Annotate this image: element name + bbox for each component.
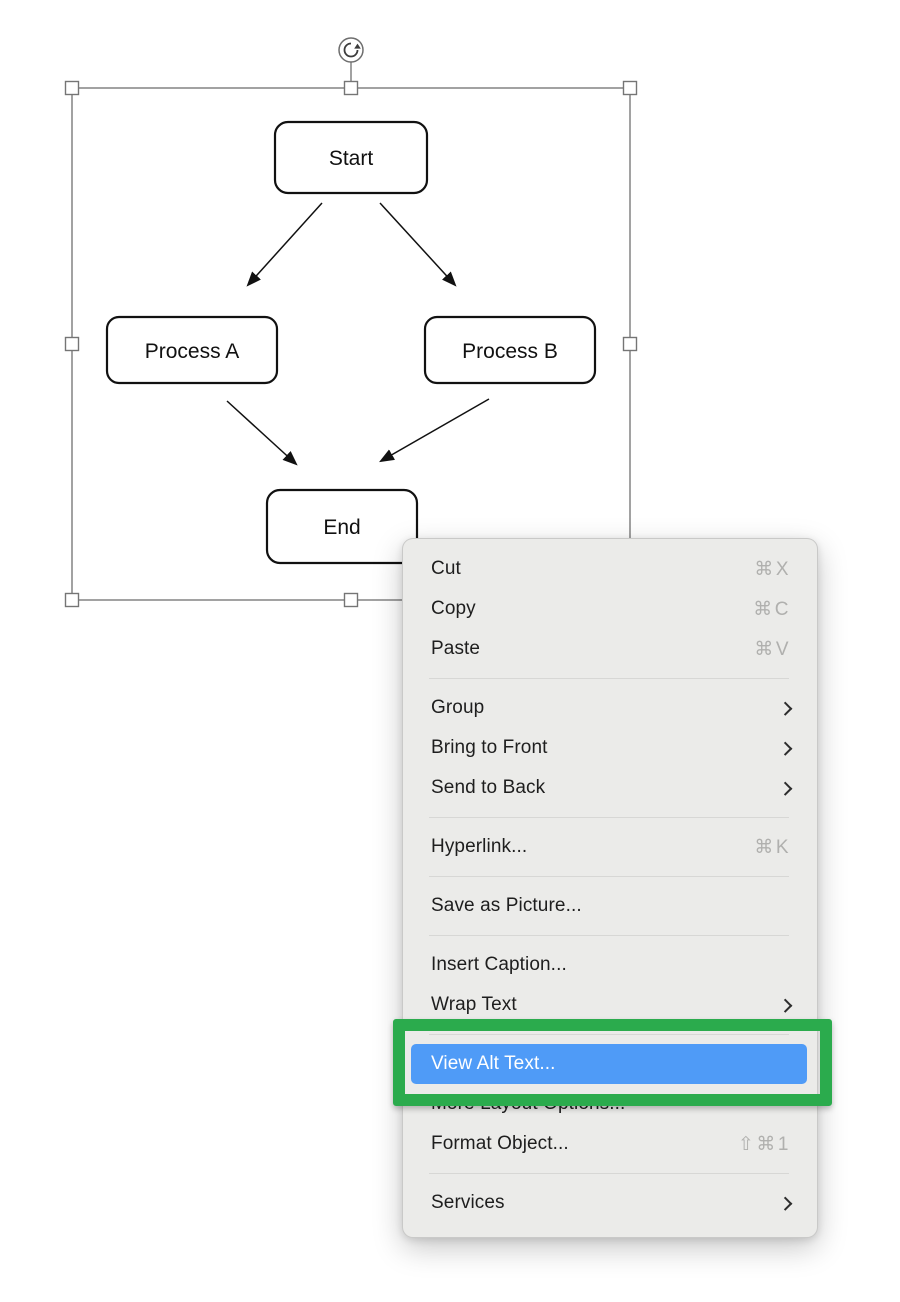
submenu-chevron-icon bbox=[778, 741, 793, 756]
menu-item-group[interactable]: Group bbox=[403, 688, 817, 728]
menu-item-label: More Layout Options... bbox=[431, 1093, 626, 1114]
menu-item-label: Bring to Front bbox=[431, 737, 548, 758]
menu-item-label: Format Object... bbox=[431, 1133, 569, 1154]
menu-item-label: View Alt Text... bbox=[431, 1053, 556, 1074]
menu-item-bring-to-front[interactable]: Bring to Front bbox=[403, 728, 817, 768]
arrow-process-b-to-end bbox=[379, 398, 490, 463]
menu-item-save-as-picture[interactable]: Save as Picture... bbox=[403, 886, 817, 926]
node-process-b-label: Process B bbox=[462, 340, 558, 363]
menu-separator bbox=[429, 876, 789, 877]
menu-item-format-object[interactable]: Format Object... ⇧⌘1 bbox=[403, 1124, 817, 1164]
node-process-b[interactable]: Process B bbox=[423, 315, 597, 385]
menu-item-view-alt-text[interactable]: View Alt Text... bbox=[411, 1044, 807, 1084]
menu-separator bbox=[429, 678, 789, 679]
rotate-handle[interactable] bbox=[338, 37, 364, 82]
node-process-a[interactable]: Process A bbox=[105, 315, 279, 385]
selection-handles bbox=[64, 80, 638, 608]
menu-item-send-to-back[interactable]: Send to Back bbox=[403, 768, 817, 808]
menu-item-copy[interactable]: Copy ⌘C bbox=[403, 589, 817, 629]
menu-item-cut[interactable]: Cut ⌘X bbox=[403, 549, 817, 589]
menu-item-services[interactable]: Services bbox=[403, 1183, 817, 1223]
menu-item-label: Wrap Text bbox=[431, 994, 517, 1015]
menu-item-label: Group bbox=[431, 697, 485, 718]
handle-bottom-center[interactable] bbox=[343, 592, 359, 608]
handle-mid-left[interactable] bbox=[64, 336, 80, 352]
menu-separator bbox=[429, 1034, 789, 1035]
menu-item-shortcut: ⇧⌘1 bbox=[738, 1133, 791, 1155]
submenu-chevron-icon bbox=[778, 998, 793, 1013]
submenu-chevron-icon bbox=[778, 1196, 793, 1211]
handle-mid-right[interactable] bbox=[622, 336, 638, 352]
menu-item-shortcut: ⌘V bbox=[754, 638, 791, 660]
menu-item-label: Cut bbox=[431, 558, 461, 579]
handle-top-center[interactable] bbox=[343, 80, 359, 96]
menu-item-paste[interactable]: Paste ⌘V bbox=[403, 629, 817, 669]
submenu-chevron-icon bbox=[778, 781, 793, 796]
menu-item-label: Insert Caption... bbox=[431, 954, 567, 975]
menu-item-insert-caption[interactable]: Insert Caption... bbox=[403, 945, 817, 985]
menu-item-hyperlink[interactable]: Hyperlink... ⌘K bbox=[403, 827, 817, 867]
menu-item-label: Paste bbox=[431, 638, 481, 659]
menu-separator bbox=[429, 1173, 789, 1174]
rotate-icon[interactable] bbox=[338, 37, 364, 63]
menu-item-label: Copy bbox=[431, 598, 476, 619]
connector-arrows bbox=[226, 202, 490, 466]
menu-item-label: Services bbox=[431, 1192, 505, 1213]
node-end[interactable]: End bbox=[265, 488, 419, 565]
node-process-a-label: Process A bbox=[145, 340, 240, 363]
menu-item-shortcut: ⌘C bbox=[753, 598, 791, 620]
context-menu: Cut ⌘X Copy ⌘C Paste ⌘V Group Bring to F… bbox=[402, 538, 818, 1238]
node-start[interactable]: Start bbox=[273, 120, 429, 195]
menu-item-label: Send to Back bbox=[431, 777, 546, 798]
node-start-label: Start bbox=[329, 147, 374, 170]
menu-item-more-layout-options[interactable]: More Layout Options... bbox=[403, 1084, 817, 1124]
arrow-start-to-process-a bbox=[246, 202, 323, 287]
menu-item-wrap-text[interactable]: Wrap Text bbox=[403, 985, 817, 1025]
menu-separator bbox=[429, 817, 789, 818]
flowchart-drawing: Start Process A Process B End bbox=[64, 37, 638, 608]
menu-item-shortcut: ⌘X bbox=[754, 558, 791, 580]
arrow-process-a-to-end bbox=[226, 400, 298, 466]
menu-item-label: Save as Picture... bbox=[431, 895, 582, 916]
menu-item-label: Hyperlink... bbox=[431, 836, 528, 857]
submenu-chevron-icon bbox=[778, 701, 793, 716]
menu-item-shortcut: ⌘K bbox=[754, 836, 791, 858]
arrow-start-to-process-b bbox=[379, 202, 457, 287]
node-end-label: End bbox=[323, 516, 360, 539]
handle-top-left[interactable] bbox=[64, 80, 80, 96]
handle-top-right[interactable] bbox=[622, 80, 638, 96]
menu-separator bbox=[429, 935, 789, 936]
handle-bottom-left[interactable] bbox=[64, 592, 80, 608]
